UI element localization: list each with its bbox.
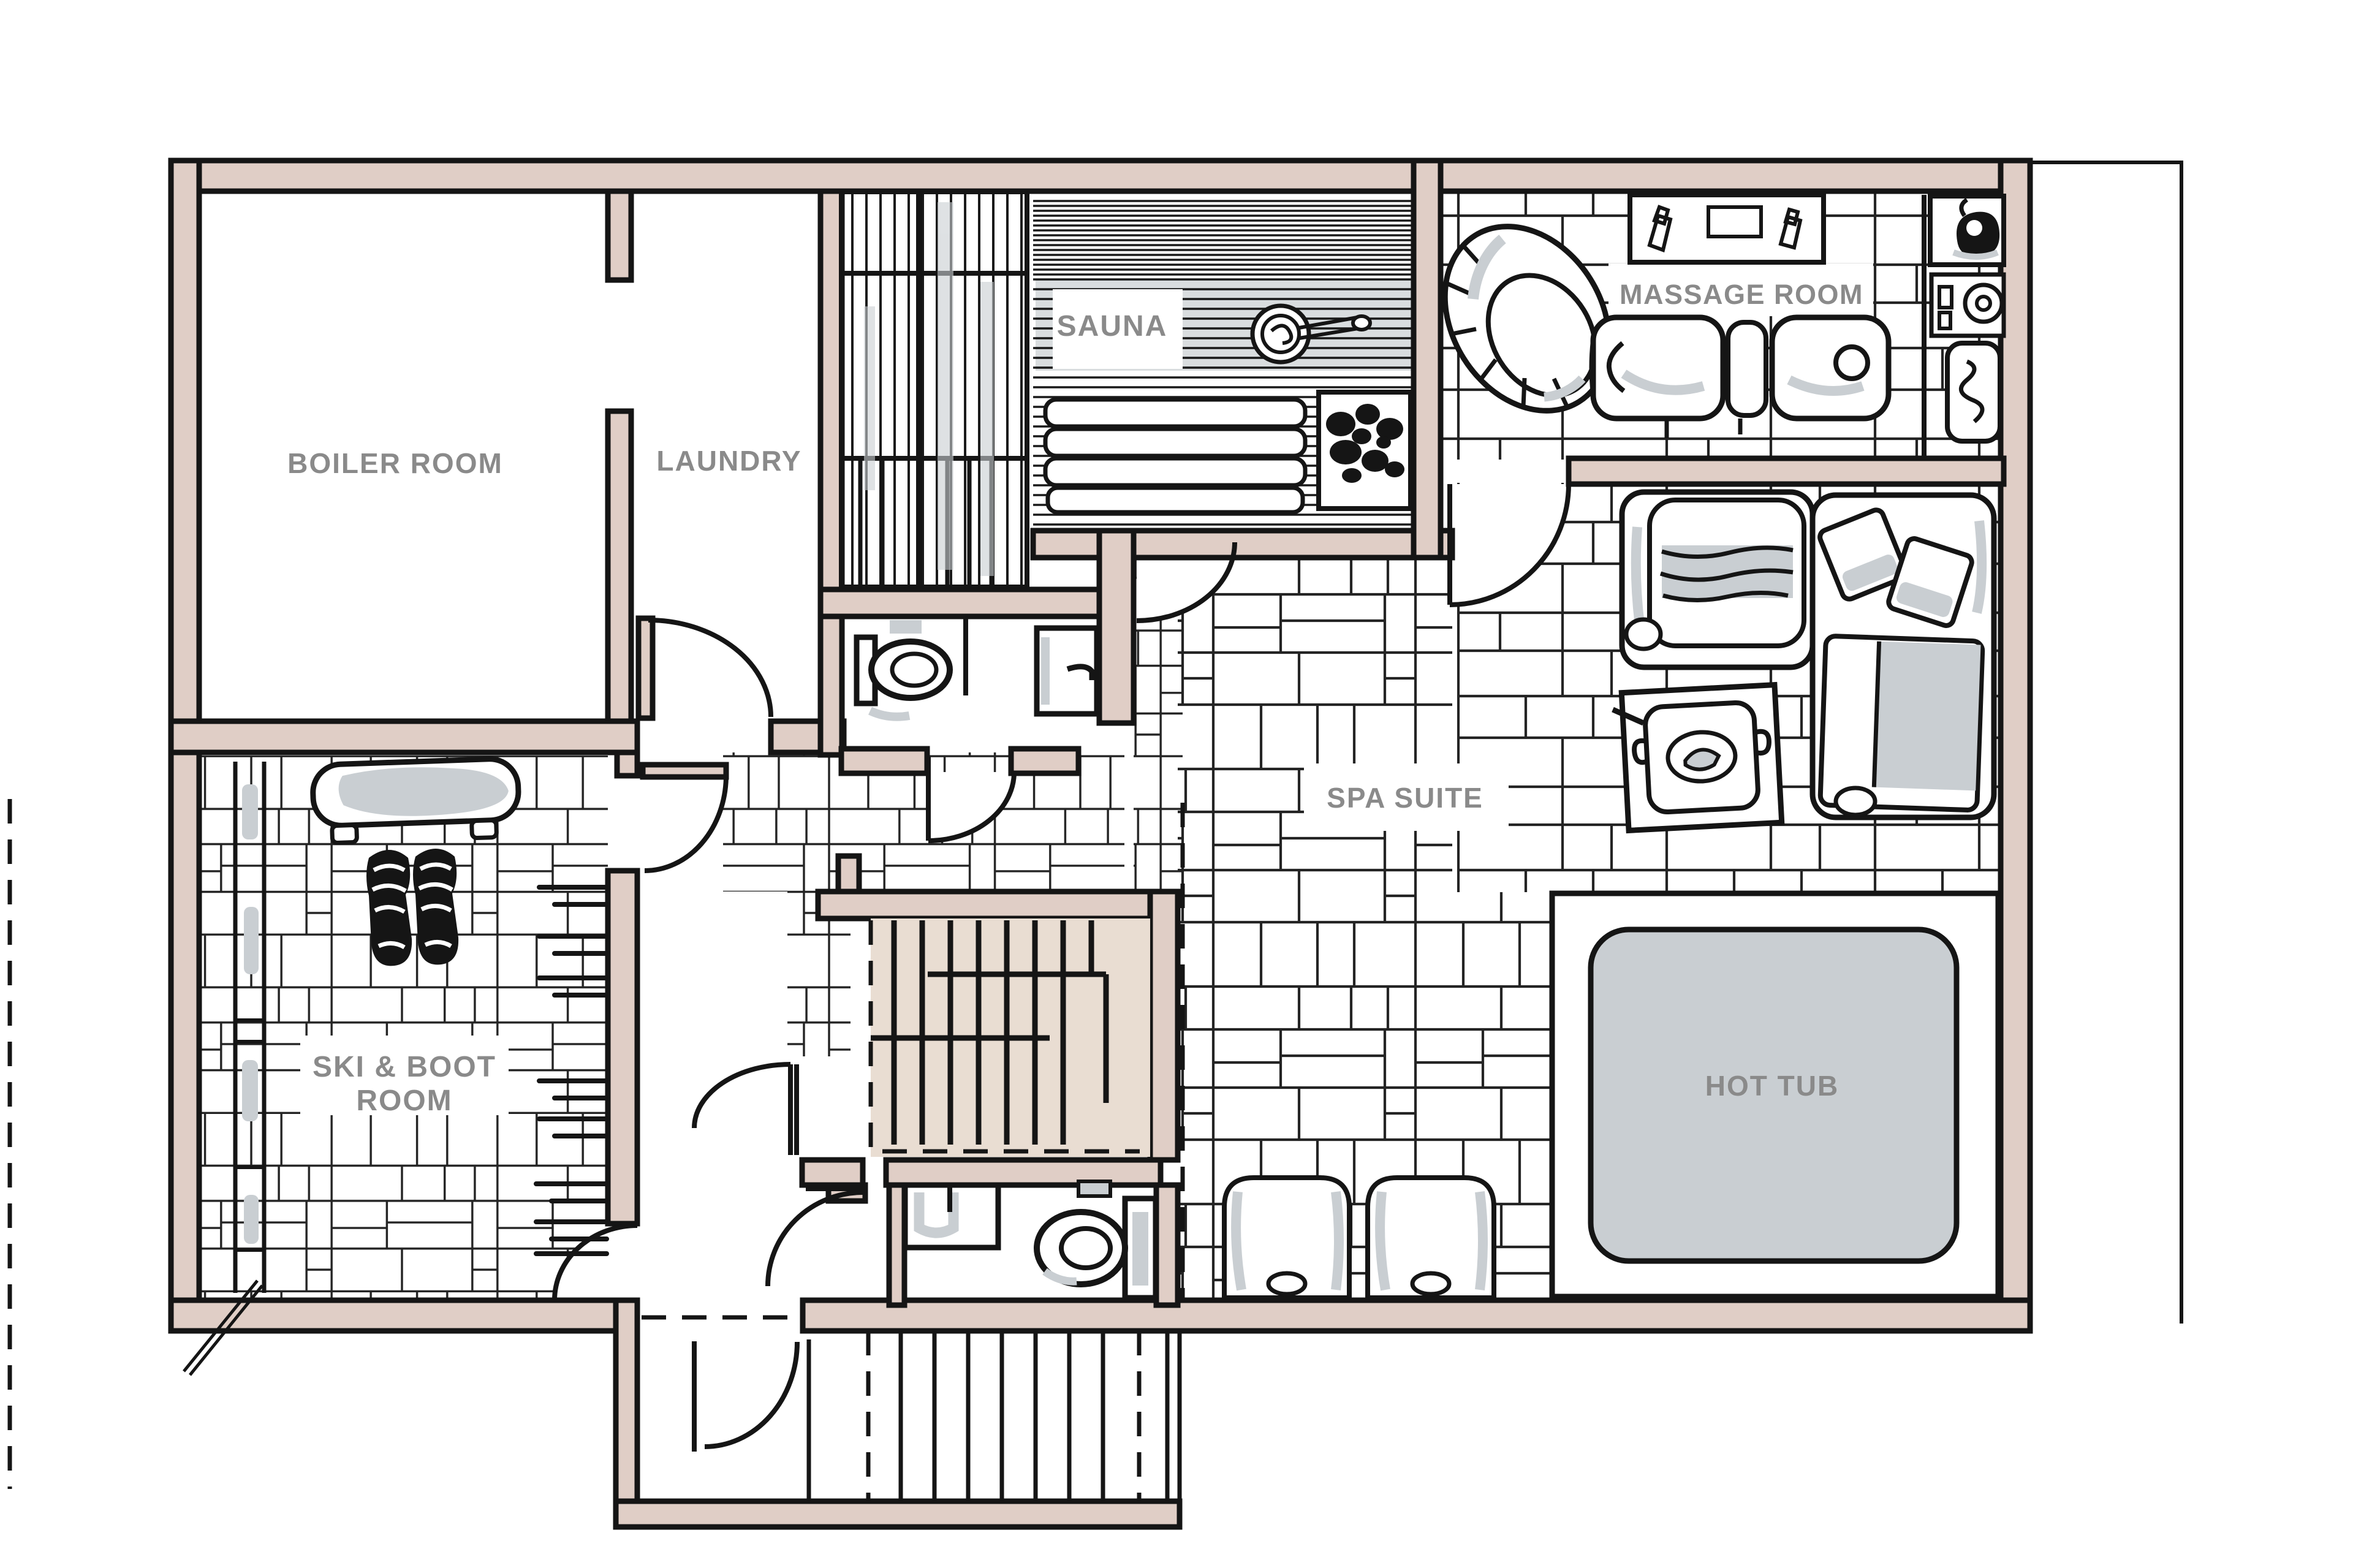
svg-text:SKI & BOOT: SKI & BOOT	[313, 1051, 496, 1083]
svg-text:LAUNDRY: LAUNDRY	[656, 445, 801, 477]
svg-text:ROOM: ROOM	[356, 1085, 452, 1117]
svg-text:SAUNA: SAUNA	[1057, 310, 1168, 343]
svg-text:HOT TUB: HOT TUB	[1705, 1070, 1839, 1102]
svg-text:SPA SUITE: SPA SUITE	[1327, 782, 1483, 814]
svg-text:MASSAGE ROOM: MASSAGE ROOM	[1620, 279, 1863, 310]
svg-text:BOILER ROOM: BOILER ROOM	[287, 447, 503, 479]
